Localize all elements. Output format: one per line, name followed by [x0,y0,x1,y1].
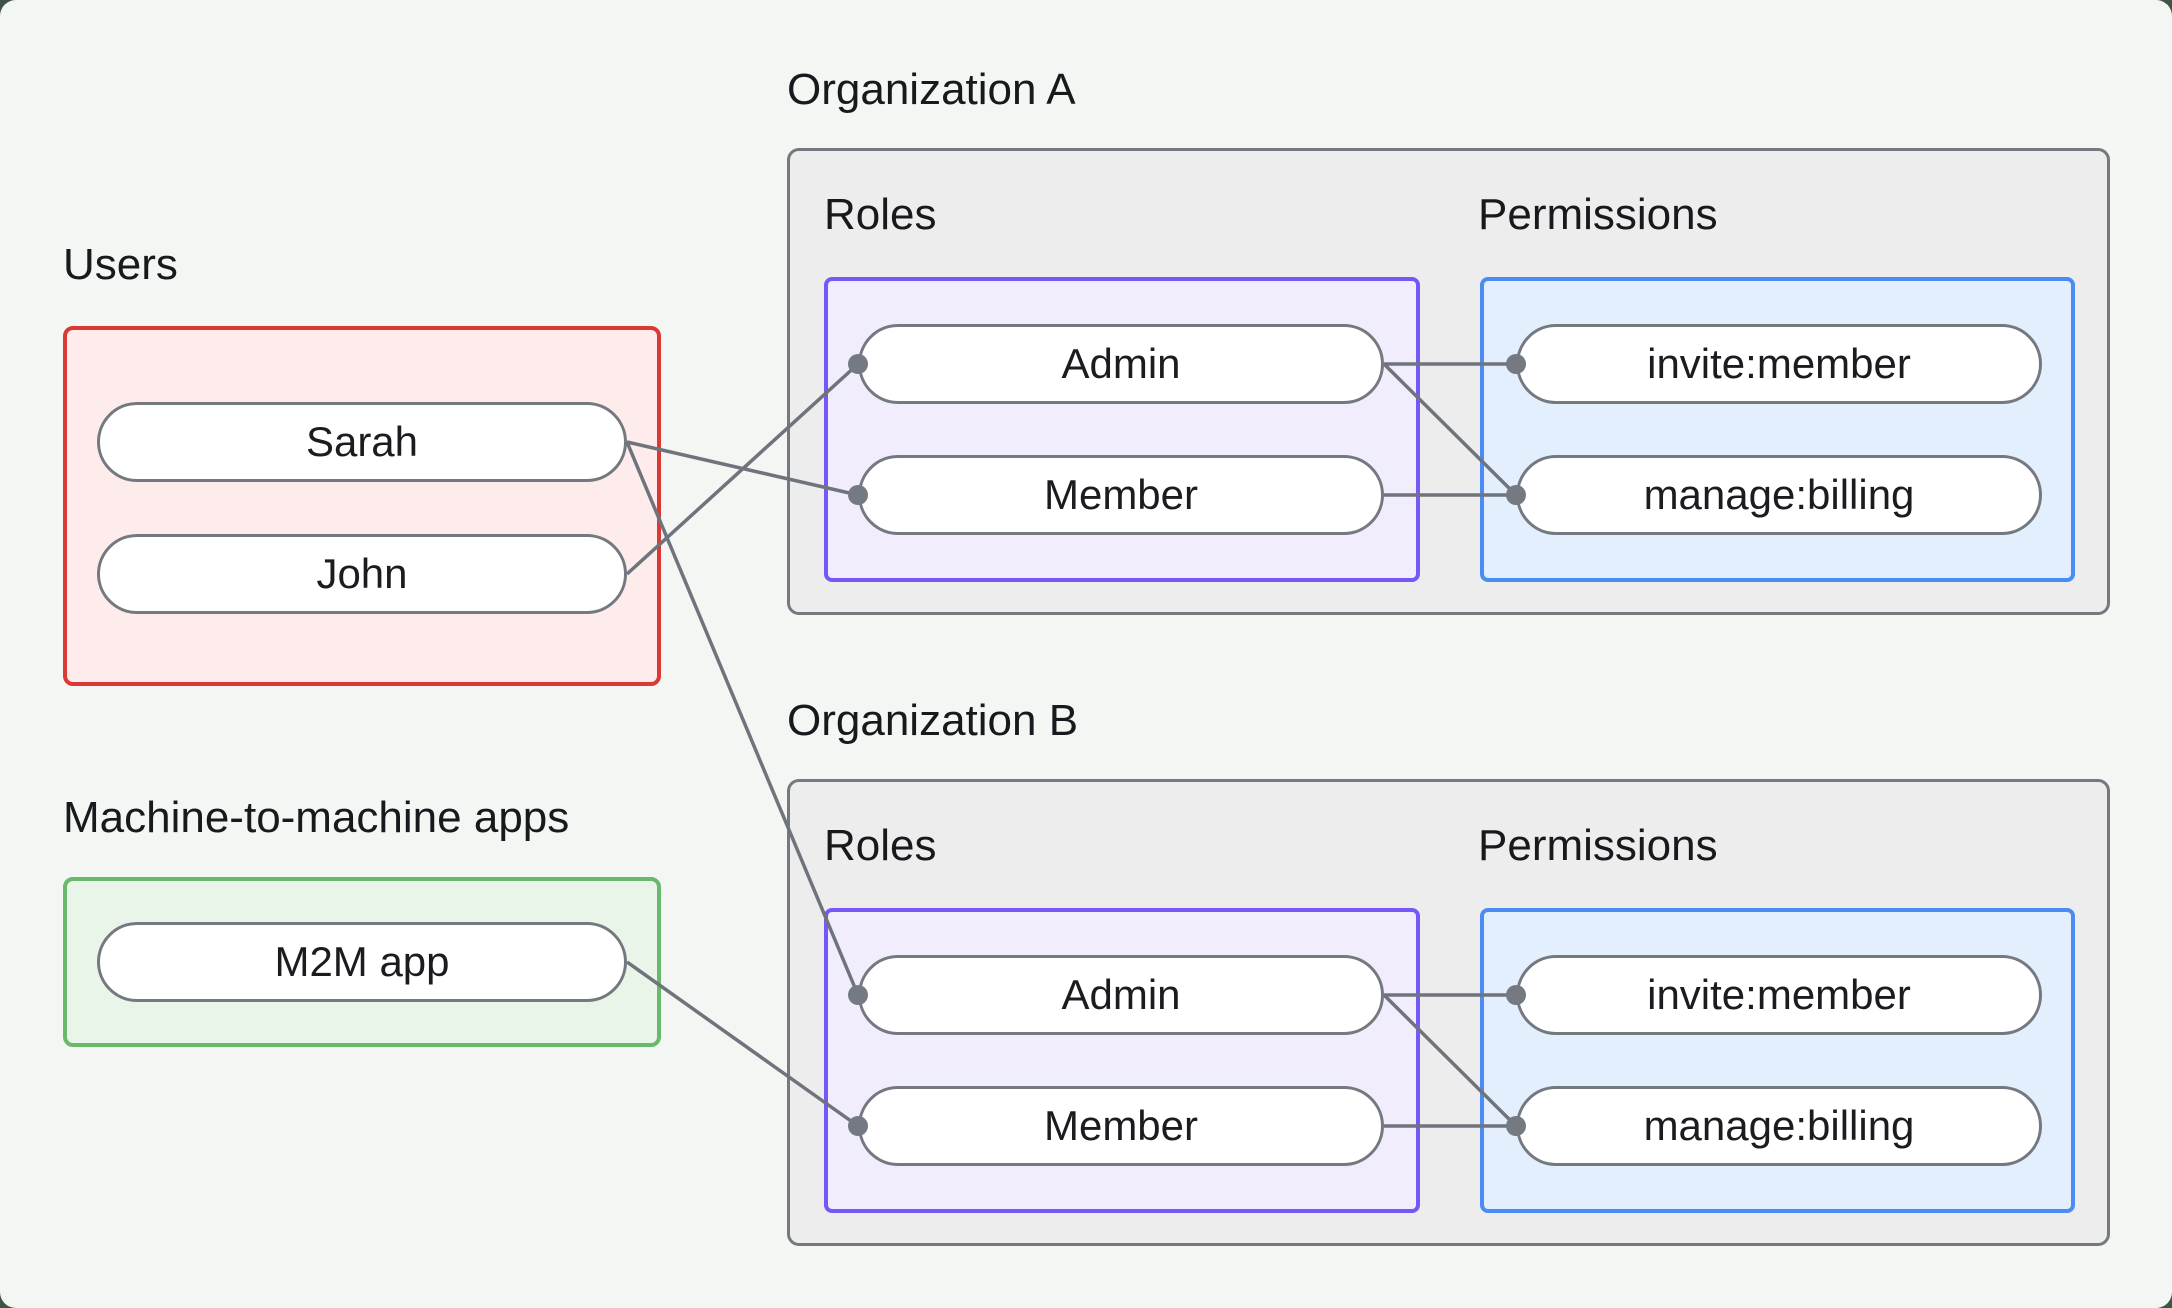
users-section-label: Users [63,240,178,289]
org-b-permission-invite-member: invite:member [1516,955,2042,1035]
org-a-permission-manage-billing: manage:billing [1516,455,2042,535]
org-a-label: Organization A [787,65,1076,114]
org-a-roles-label: Roles [824,190,937,239]
org-b-roles-label: Roles [824,821,937,870]
user-node-sarah: Sarah [97,402,627,482]
org-a-permission-invite-member: invite:member [1516,324,2042,404]
org-b-roles-box [824,908,1420,1213]
org-b-permissions-box [1480,908,2075,1213]
m2m-section-label: Machine-to-machine apps [63,793,570,842]
org-b-role-admin: Admin [858,955,1384,1035]
org-a-roles-box [824,277,1420,582]
org-a-role-member: Member [858,455,1384,535]
org-b-label: Organization B [787,696,1079,745]
org-b-permission-manage-billing: manage:billing [1516,1086,2042,1166]
org-a-role-admin: Admin [858,324,1384,404]
org-b-role-member: Member [858,1086,1384,1166]
user-node-john: John [97,534,627,614]
org-a-permissions-box [1480,277,2075,582]
users-box [63,326,661,686]
org-a-permissions-label: Permissions [1478,190,1718,239]
org-b-permissions-label: Permissions [1478,821,1718,870]
m2m-node-app: M2M app [97,922,627,1002]
